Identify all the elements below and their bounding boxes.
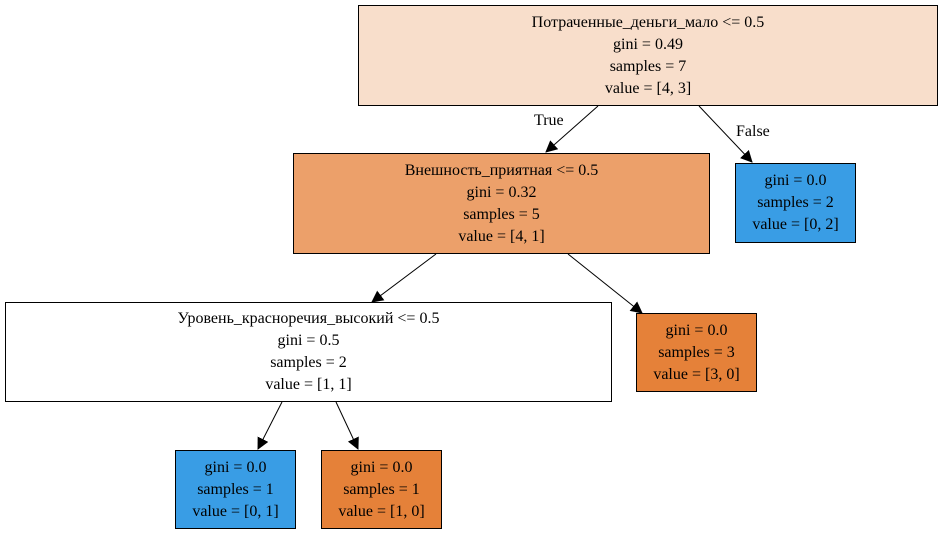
node-gini: gini = 0.0 bbox=[204, 458, 267, 476]
tree-node-leaf-b: gini = 0.0 samples = 1 value = [1, 0] bbox=[321, 450, 442, 529]
node-gini: gini = 0.32 bbox=[466, 183, 537, 201]
node-value: value = [0, 1] bbox=[192, 502, 279, 520]
node-samples: samples = 1 bbox=[197, 480, 274, 498]
tree-node-root: Потраченные_деньги_мало <= 0.5 gini = 0.… bbox=[358, 5, 938, 106]
node-value: value = [4, 3] bbox=[604, 79, 692, 97]
edge-n1-to-n2 bbox=[371, 253, 437, 303]
edge-root-to-leaf-false bbox=[698, 105, 753, 163]
node-samples: samples = 7 bbox=[609, 57, 687, 75]
node-samples: samples = 3 bbox=[658, 343, 735, 361]
node-samples: samples = 1 bbox=[343, 480, 420, 498]
tree-node-n2: Уровень_красноречия_высокий <= 0.5 gini … bbox=[5, 302, 612, 402]
tree-node-n1: Внешность_приятная <= 0.5 gini = 0.32 sa… bbox=[293, 153, 710, 254]
node-samples: samples = 5 bbox=[463, 205, 540, 223]
edge-n2-to-leaf-b bbox=[335, 401, 359, 450]
node-value: value = [0, 2] bbox=[752, 216, 839, 233]
node-value: value = [3, 0] bbox=[653, 365, 740, 383]
node-value: value = [1, 1] bbox=[265, 376, 352, 393]
node-gini: gini = 0.0 bbox=[764, 172, 827, 189]
node-gini: gini = 0.0 bbox=[665, 321, 728, 339]
edge-label-true: True bbox=[534, 112, 564, 129]
node-gini: gini = 0.0 bbox=[350, 458, 413, 476]
node-gini: gini = 0.5 bbox=[277, 332, 340, 349]
edge-root-to-n1 bbox=[545, 105, 599, 153]
node-split-label: Уровень_красноречия_высокий <= 0.5 bbox=[177, 310, 440, 327]
node-value: value = [1, 0] bbox=[338, 502, 425, 520]
node-split-label: Внешность_приятная <= 0.5 bbox=[404, 161, 599, 179]
node-samples: samples = 2 bbox=[270, 354, 347, 371]
edge-label-false: False bbox=[736, 123, 770, 140]
node-split-label: Потраченные_деньги_мало <= 0.5 bbox=[531, 13, 765, 31]
edge-n2-to-leaf-a bbox=[257, 401, 283, 450]
tree-node-leaf-3: gini = 0.0 samples = 3 value = [3, 0] bbox=[636, 313, 757, 392]
node-value: value = [4, 1] bbox=[458, 227, 545, 245]
tree-node-leaf-false: gini = 0.0 samples = 2 value = [0, 2] bbox=[735, 163, 856, 243]
edge-n1-to-leaf3 bbox=[567, 253, 643, 314]
node-samples: samples = 2 bbox=[757, 194, 834, 211]
tree-node-leaf-a: gini = 0.0 samples = 1 value = [0, 1] bbox=[175, 450, 296, 529]
node-gini: gini = 0.49 bbox=[613, 35, 683, 53]
